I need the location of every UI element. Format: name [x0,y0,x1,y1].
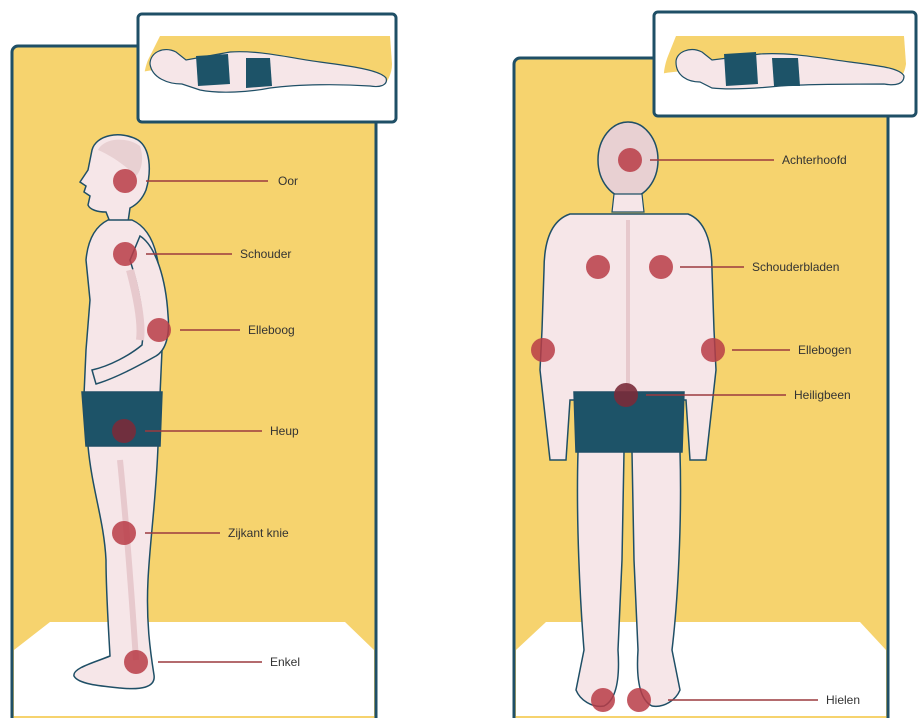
label-heup: Heup [270,424,299,438]
back-lying-inset [654,12,916,116]
side-point-ear [113,169,137,193]
label-achterhoofd: Achterhoofd [782,153,847,167]
label-zijkant-knie: Zijkant knie [228,526,289,540]
back-point-elbow-left [531,338,555,362]
label-enkel: Enkel [270,655,300,669]
side-lying-inset [138,14,396,122]
back-point-head [618,148,642,172]
back-point-shoulder-right [649,255,673,279]
label-oor: Oor [278,174,298,188]
side-panel-background [12,46,376,718]
back-point-sacrum [614,383,638,407]
side-point-shoulder [113,242,137,266]
side-point-hip [112,419,136,443]
side-point-elbow [147,318,171,342]
label-elleboog: Elleboog [248,323,295,337]
side-view-panel: Oor Schouder Elleboog Heup Zijkant knie … [12,14,396,718]
label-hielen: Hielen [826,693,860,707]
back-point-elbow-right [701,338,725,362]
label-schouder: Schouder [240,247,291,261]
back-point-shoulder-left [586,255,610,279]
side-point-knee [112,521,136,545]
back-point-heel-left [591,688,615,712]
label-schouderbladen: Schouderbladen [752,260,839,274]
side-point-ankle [124,650,148,674]
label-ellebogen: Ellebogen [798,343,851,357]
side-floor [14,622,374,716]
back-point-heel-right [627,688,651,712]
label-heiligbeen: Heiligbeen [794,388,851,402]
back-view-panel: Achterhoofd Schouderbladen Ellebogen Hei… [514,12,916,718]
